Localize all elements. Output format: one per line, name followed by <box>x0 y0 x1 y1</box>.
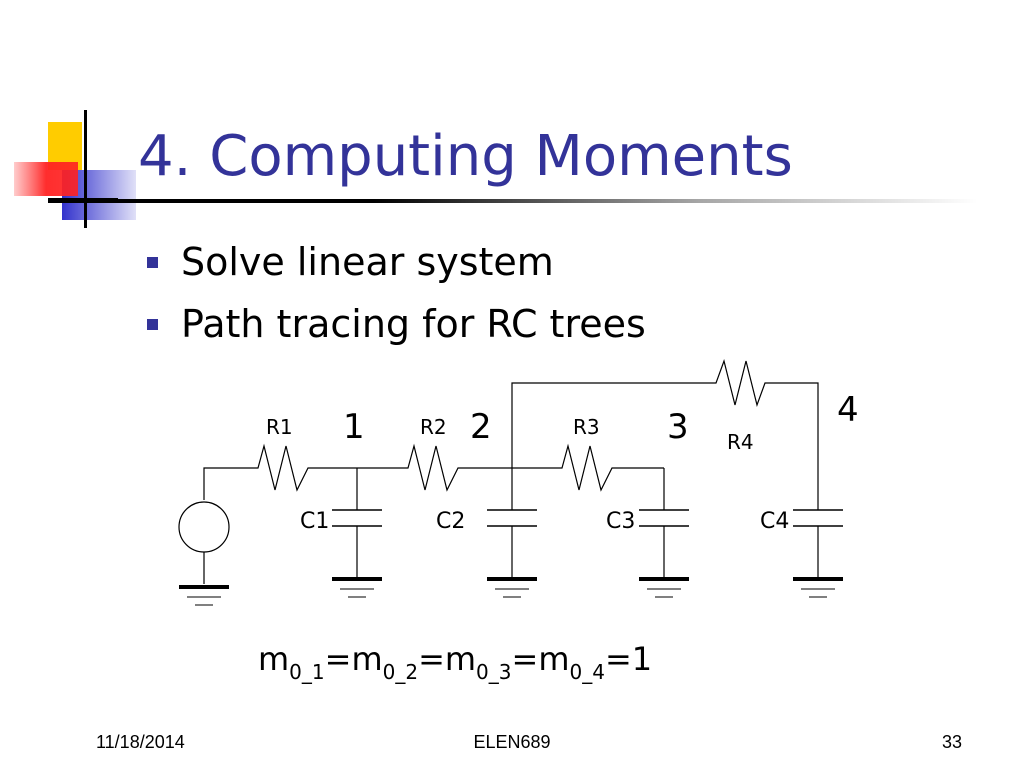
formula-subscript: 0_3 <box>476 660 512 684</box>
bullet-square-icon <box>147 319 158 330</box>
formula-equals: = <box>418 640 445 678</box>
footer-page-number: 33 <box>941 732 962 752</box>
moment-formula: m0_1=m0_2=m0_3=m0_4=1 <box>258 640 652 684</box>
label-r3: R3 <box>573 415 600 439</box>
formula-m: m <box>351 640 383 678</box>
formula-subscript: 0_1 <box>289 660 325 684</box>
formula-equals: = <box>604 640 632 678</box>
bullet-item: Path tracing for RC trees <box>144 298 646 360</box>
bullet-text: Solve linear system <box>181 240 554 284</box>
formula-subscript: 0_4 <box>569 660 605 684</box>
bullet-square-icon <box>147 257 158 268</box>
formula-m: m <box>444 640 477 678</box>
capacitor-plates <box>332 509 843 527</box>
circuit-wires <box>178 358 819 584</box>
decorative-logo <box>14 110 136 228</box>
label-r4: R4 <box>727 430 754 454</box>
footer-course: ELEN689 <box>473 732 551 752</box>
label-r1: R1 <box>266 415 293 439</box>
label-c3: C3 <box>606 509 635 534</box>
bullet-item: Solve linear system <box>144 236 646 298</box>
label-c2: C2 <box>436 509 465 534</box>
bullet-text: Path tracing for RC trees <box>181 302 646 346</box>
label-c4: C4 <box>760 509 789 534</box>
formula-subscript: 0_2 <box>382 660 419 684</box>
label-node-2: 2 <box>470 407 492 447</box>
label-node-4: 4 <box>837 390 859 430</box>
label-r2: R2 <box>420 415 447 439</box>
formula-m: m <box>538 640 570 678</box>
label-node-3: 3 <box>667 407 689 447</box>
title-underline <box>48 199 978 203</box>
label-node-1: 1 <box>343 407 365 447</box>
slide-title: 4. Computing Moments <box>138 124 793 189</box>
ground-symbols <box>179 577 843 606</box>
formula-equals: = <box>324 640 352 678</box>
formula-m: m <box>258 640 290 678</box>
footer-date: 11/18/2014 <box>96 732 185 752</box>
label-c1: C1 <box>300 509 329 534</box>
formula-equals: = <box>511 640 539 678</box>
bullet-list: Solve linear system Path tracing for RC … <box>144 236 646 360</box>
formula-rhs: 1 <box>631 640 653 678</box>
